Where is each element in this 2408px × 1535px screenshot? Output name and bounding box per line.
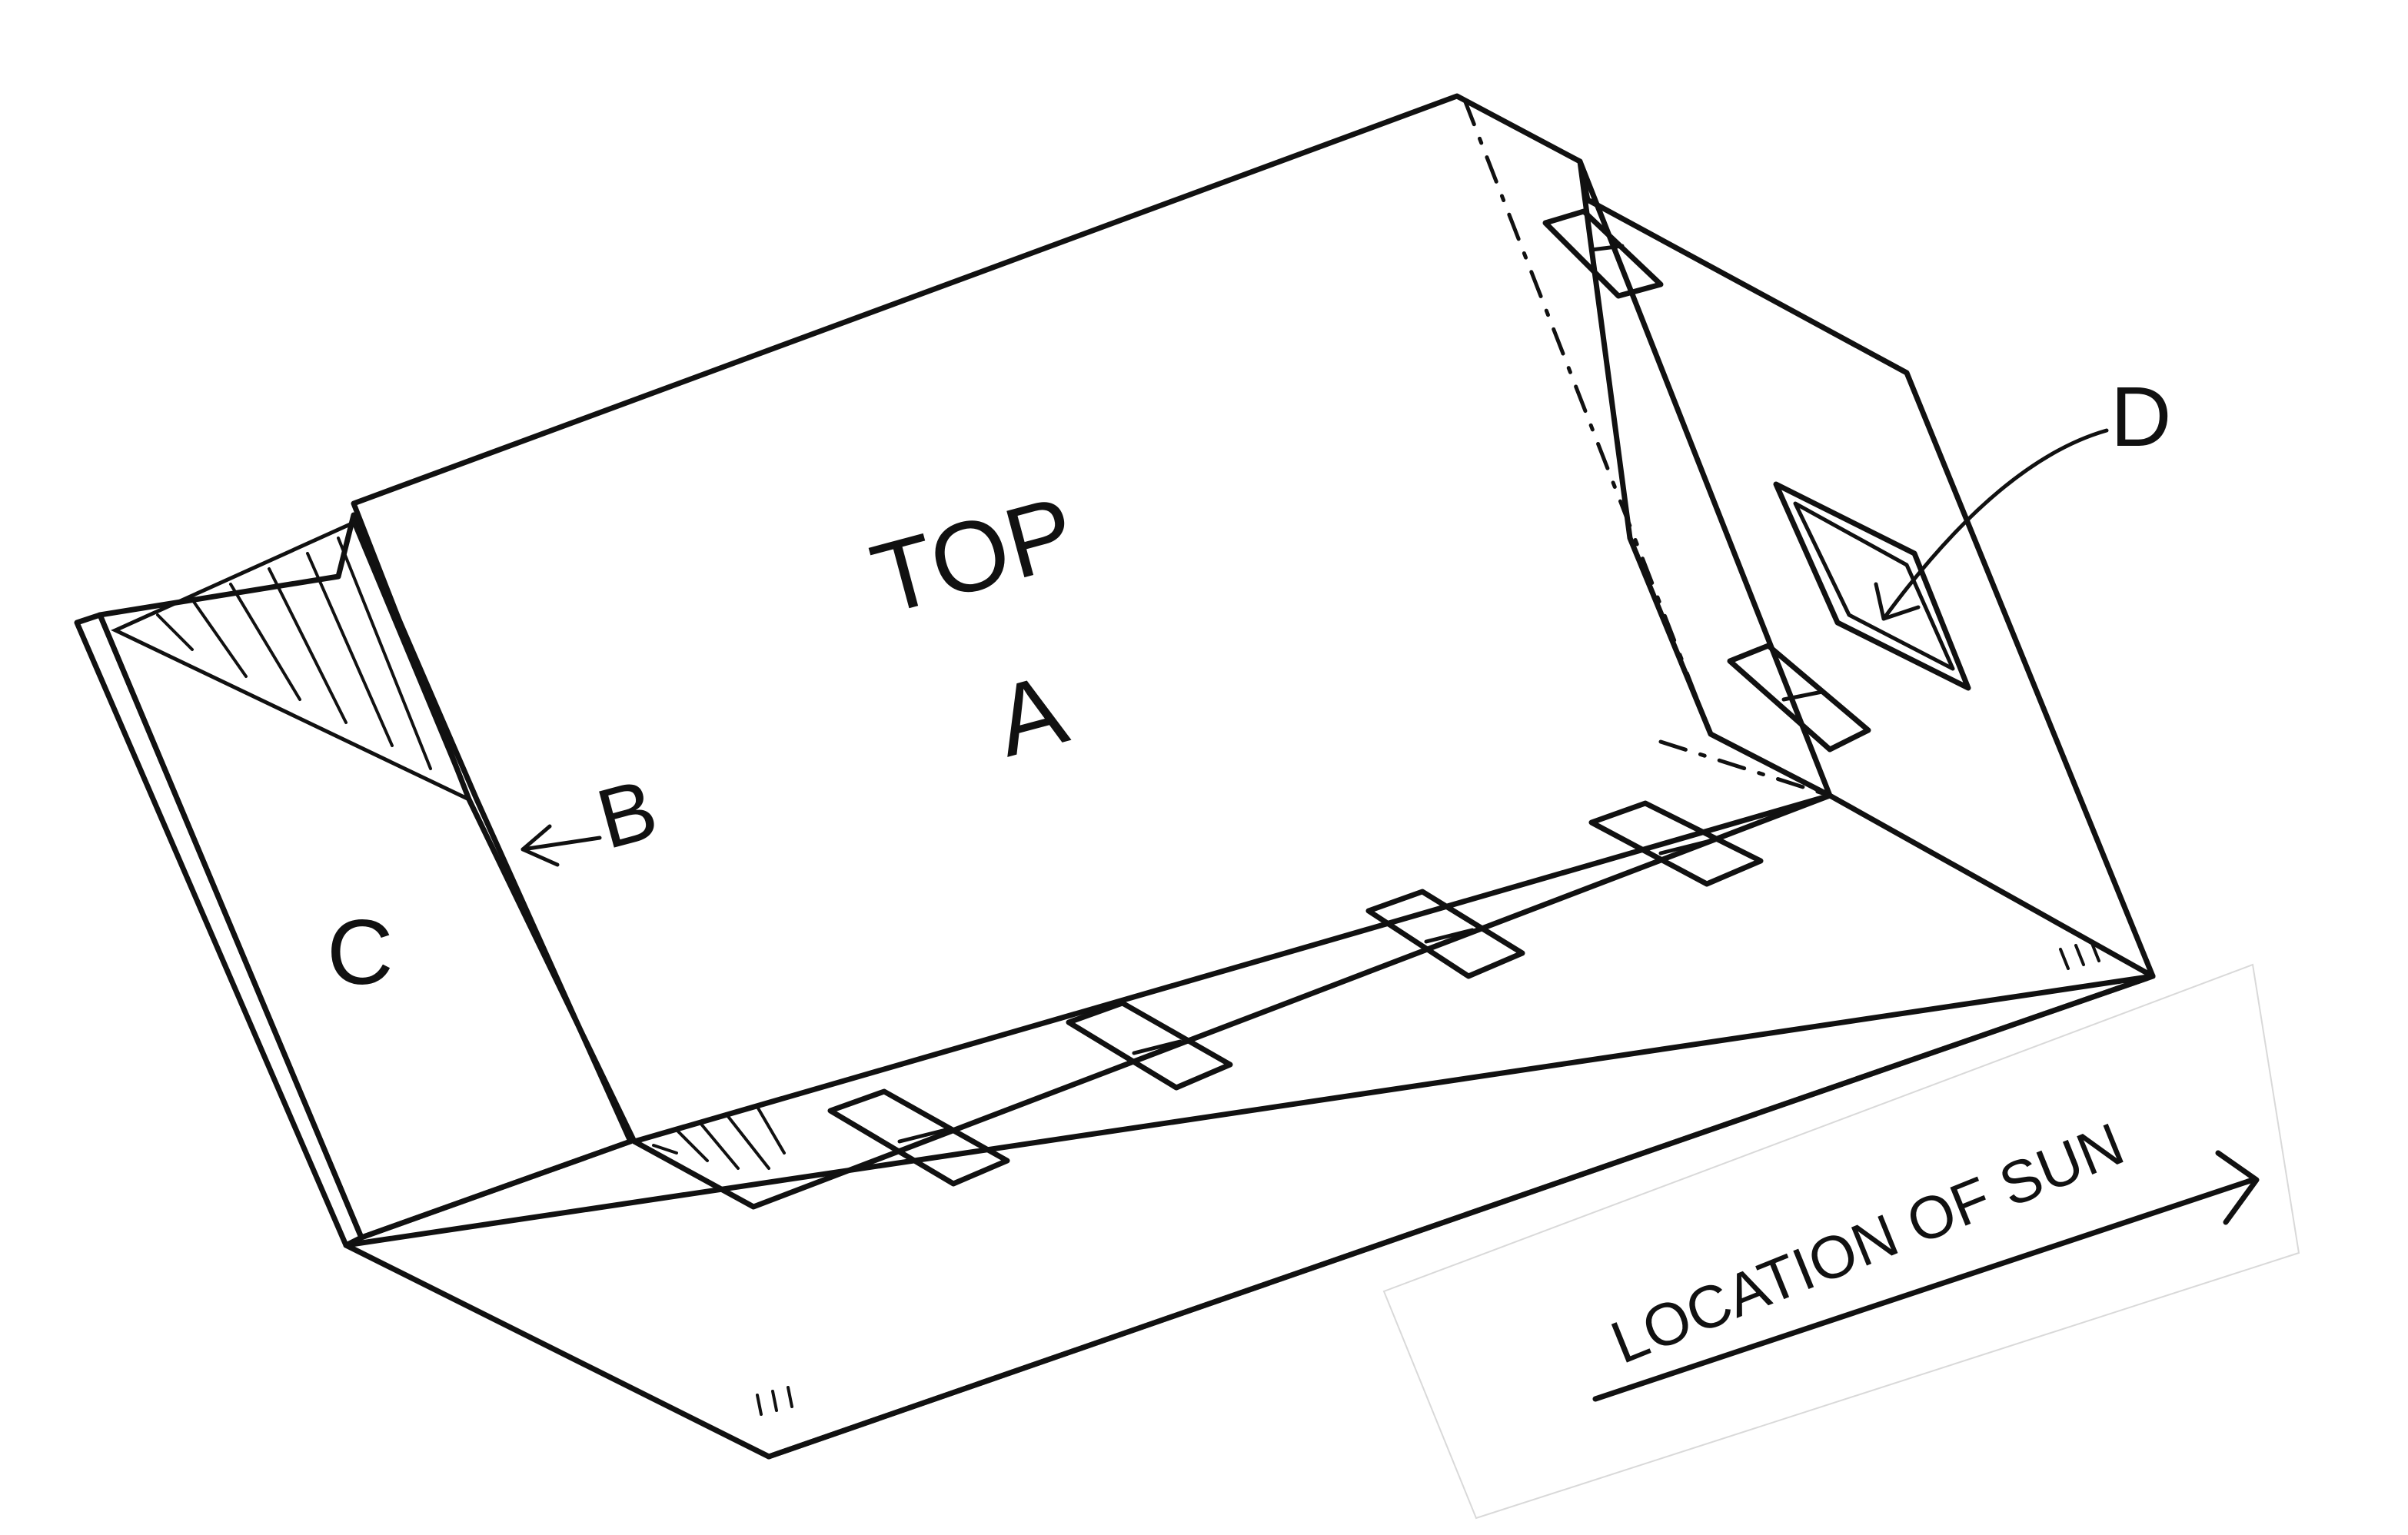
tape-strip-2 [1066,1000,1233,1091]
tape-strip-6 [1542,208,1664,299]
end-flap-c [74,612,364,1248]
top-face-a [351,93,1833,1145]
label-c: C [327,901,394,1004]
tick-marks [756,940,2100,1416]
tape-strip-1 [827,1088,1010,1187]
tape-strips [827,208,1871,1187]
tape-strip-3 [1365,889,1525,979]
box-bottom-front-line [343,1242,772,1460]
shadow-hatch-bottom [652,1105,786,1170]
end-panel-c [97,512,634,1241]
box-bottom-rear-line [766,973,2156,1460]
box-inner-edge [358,1138,634,1241]
label-a: A [983,653,1077,779]
hinge-line-bottom [1658,739,1832,798]
tape-strip-4 [1588,800,1764,887]
shadow-hatch-top-left [111,520,473,804]
label-paper-strip [1382,963,2300,1520]
viewing-window-d [1773,481,1971,691]
front-bottom-edge [631,792,1833,1210]
tape-strip-5 [1727,643,1871,753]
right-side-face [1577,158,2156,979]
viewing-window-inner [1793,501,1955,671]
label-b: B [587,761,667,867]
label-top: TOP [860,474,1086,636]
label-d: D [2110,370,2171,464]
arrow-to-b [521,824,602,867]
arrow-to-d [1874,428,2109,621]
sun-direction-arrow [1592,1150,2260,1402]
